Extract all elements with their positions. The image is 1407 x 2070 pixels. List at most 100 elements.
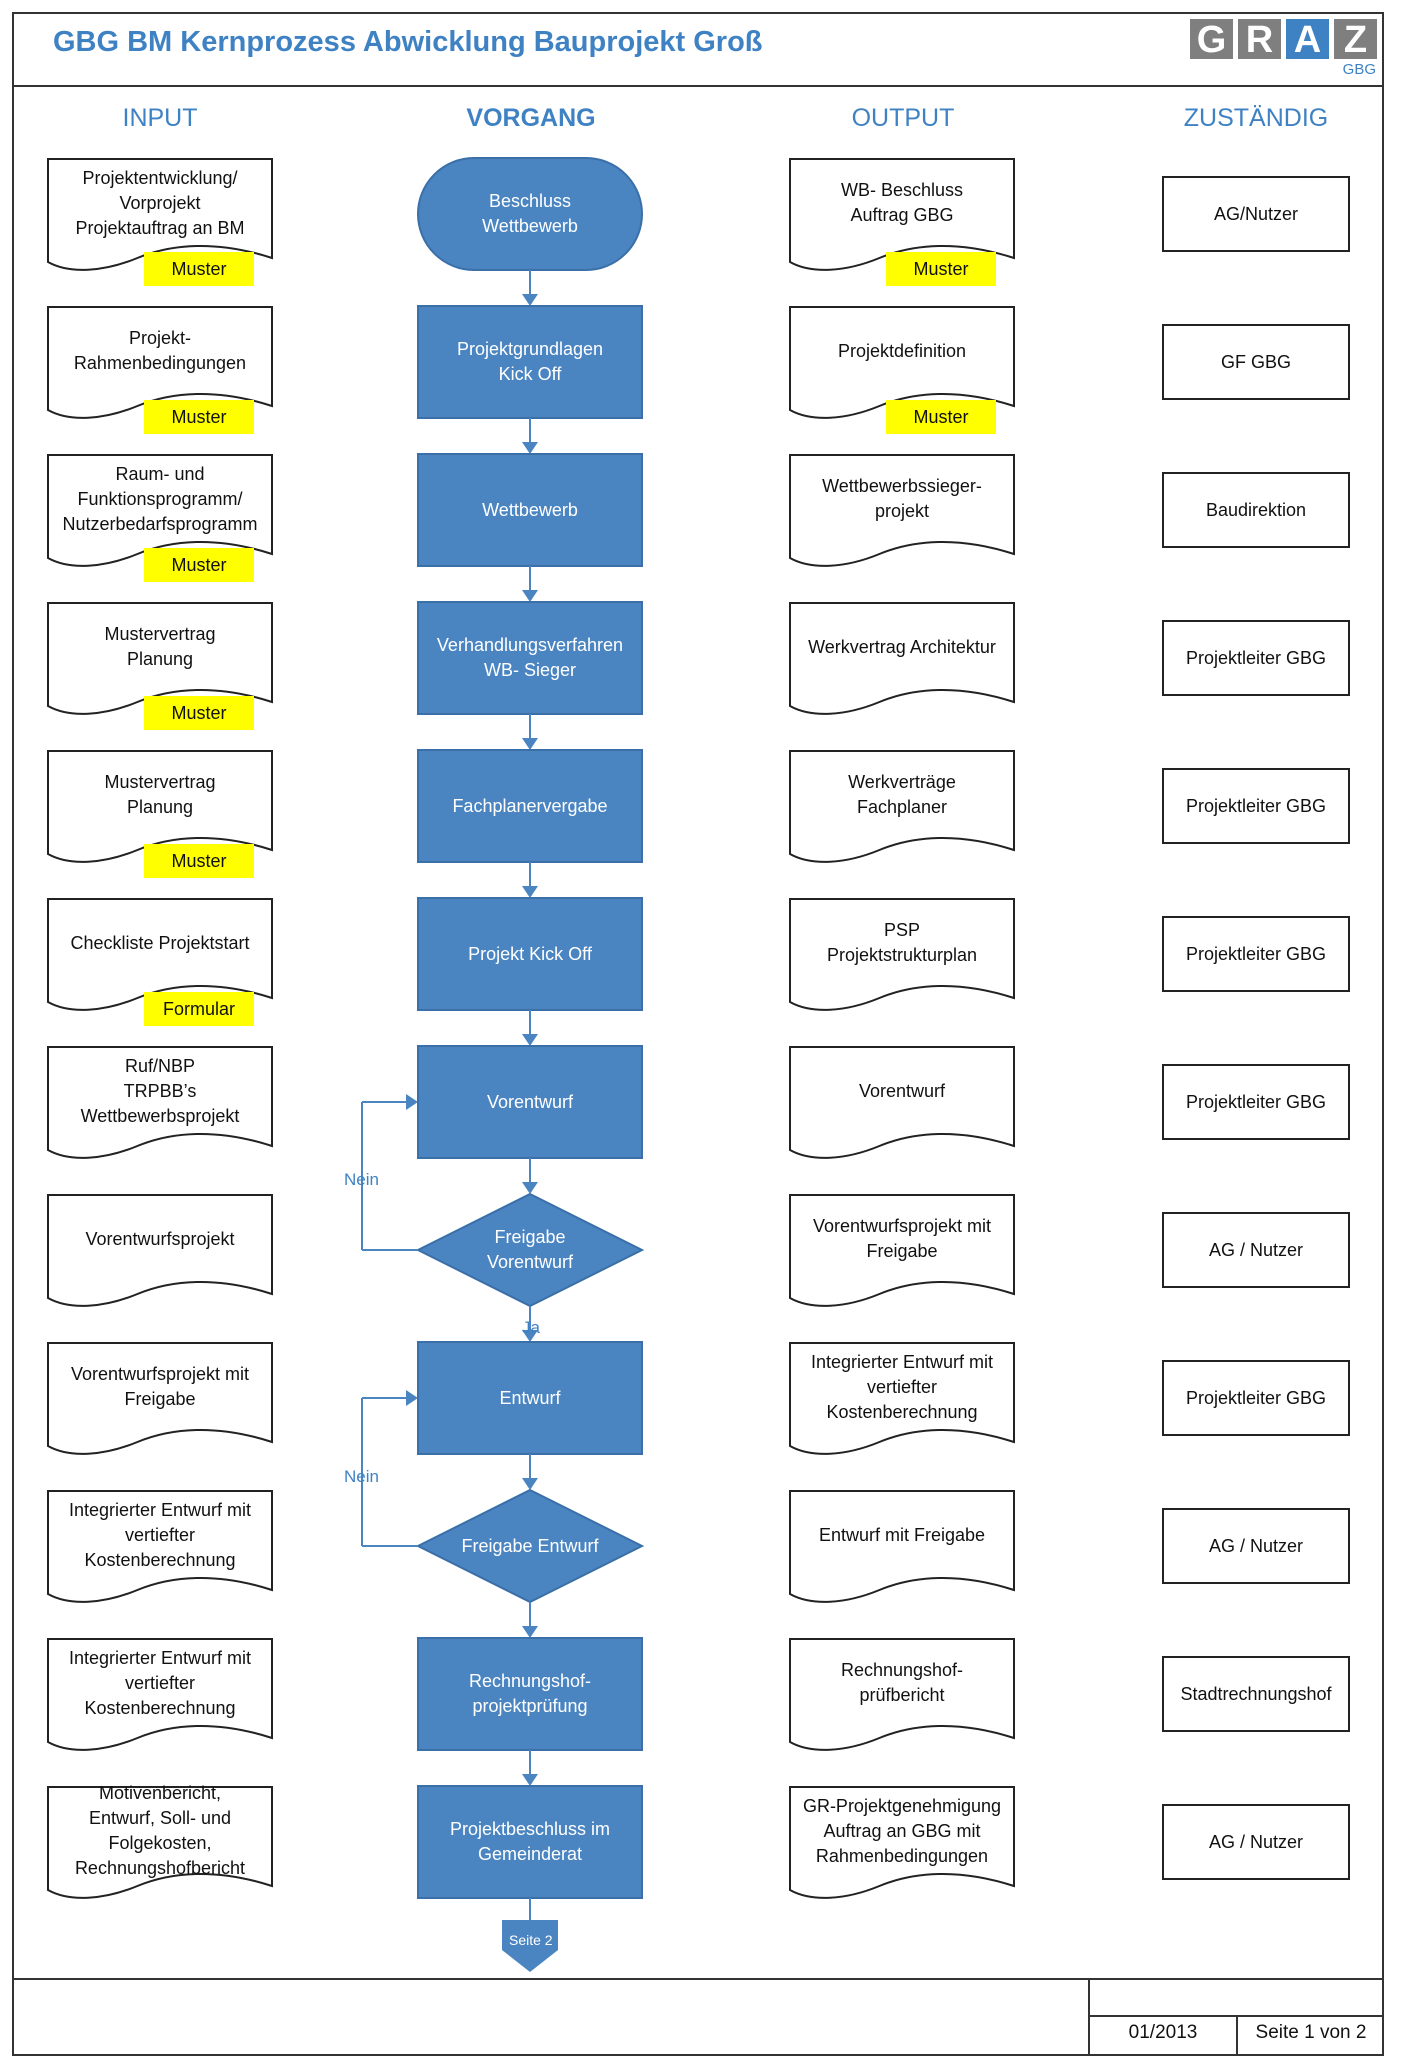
input-document: Vorentwurfsprojekt mit Freigabe	[47, 1342, 273, 1455]
footer-page: Seite 1 von 2	[1255, 2022, 1367, 2043]
connector-arrow	[522, 1182, 538, 1194]
input-document: Mustervertrag Planung	[47, 602, 273, 715]
document-outline	[789, 750, 1015, 863]
process-step-label: Wettbewerb	[482, 499, 578, 520]
document-text: GR-Projektgenehmigung Auftrag an GBG mit…	[802, 1795, 1002, 1866]
input-document: Vorentwurfsprojekt	[47, 1194, 273, 1307]
flow-label-nein: Nein	[344, 1170, 379, 1189]
connector-arrow	[522, 1626, 538, 1638]
process-step-label: Projektgrundlagen Kick Off	[456, 339, 604, 384]
document-text: Ruf/NBP TRPBB’s Wettbewerbsprojekt	[80, 1055, 240, 1126]
input-document: Motivenbericht, Entwurf, Soll- und Folge…	[47, 1783, 273, 1899]
document-outline	[47, 602, 273, 715]
document-outline	[47, 306, 273, 419]
input-document: Integrierter Entwurf mit vertiefter Kost…	[47, 1638, 273, 1751]
document-outline	[789, 1342, 1015, 1455]
output-document: WB- Beschluss Auftrag GBG	[789, 158, 1015, 271]
column-header-zustaendig: ZUSTÄNDIG	[1183, 104, 1329, 132]
process-step-label: Rechnungshof- projektprüfung	[468, 1671, 592, 1716]
document-text: Entwurf mit Freigabe	[818, 1524, 986, 1545]
output-document: PSP Projektstrukturplan	[789, 898, 1015, 1011]
process-shape	[417, 453, 643, 567]
connector-arrow	[522, 738, 538, 750]
document-outline	[789, 1046, 1015, 1159]
output-document: Rechnungshof- prüfbericht	[789, 1638, 1015, 1751]
template-tag[interactable]: Formular	[144, 992, 254, 1026]
document-outline	[47, 1490, 273, 1603]
process-step-label: Vorentwurf	[486, 1091, 574, 1112]
input-document: Mustervertrag Planung	[47, 750, 273, 863]
document-outline	[789, 158, 1015, 271]
document-text: Werkvertrag Architektur	[808, 636, 996, 657]
template-tag[interactable]: Muster	[144, 548, 254, 582]
output-document: Vorentwurf	[789, 1046, 1015, 1159]
responsible-box: Projektleiter GBG	[1162, 768, 1350, 844]
connector-arrow	[522, 294, 538, 306]
output-document: Wettbewerbssieger- projekt	[789, 454, 1015, 567]
off-page-label: Seite 2	[509, 1932, 553, 1948]
document-outline	[47, 1786, 273, 1899]
document-text: Rechnungshof- prüfbericht	[840, 1660, 964, 1705]
input-document: Checkliste Projektstart	[47, 898, 273, 1011]
document-outline	[47, 454, 273, 567]
template-tag[interactable]: Muster	[886, 400, 996, 434]
document-text: Vorentwurfsprojekt mit Freigabe	[812, 1216, 992, 1261]
document-outline	[789, 1786, 1015, 1899]
process-shape	[417, 1341, 643, 1455]
document-text: Wettbewerbssieger- projekt	[822, 476, 982, 521]
document-outline	[789, 454, 1015, 567]
flow-label-ja: Ja	[522, 1318, 540, 1337]
document-outline	[47, 1342, 273, 1455]
process-shape	[417, 305, 643, 419]
responsible-box: Stadtrechnungshof	[1162, 1656, 1350, 1732]
process-step-label: Verhandlungsverfahren WB- Sieger	[436, 635, 624, 680]
template-tag[interactable]: Muster	[144, 696, 254, 730]
off-page-connector	[502, 1920, 558, 1972]
document-outline	[47, 158, 273, 271]
document-outline	[47, 1046, 273, 1159]
responsible-box: AG / Nutzer	[1162, 1212, 1350, 1288]
document-text: Projekt- Rahmenbedingungen	[73, 328, 247, 373]
document-text: Checkliste Projektstart	[70, 932, 250, 953]
document-text: Projektentwicklung/ Vorprojekt Projektau…	[75, 167, 245, 238]
connector-arrow	[522, 886, 538, 898]
template-tag[interactable]: Muster	[886, 252, 996, 286]
template-tag[interactable]: Muster	[144, 400, 254, 434]
process-step-label: Freigabe Entwurf	[461, 1535, 599, 1556]
loop-arrow	[406, 1390, 418, 1406]
output-document: Entwurf mit Freigabe	[789, 1490, 1015, 1603]
output-document: GR-Projektgenehmigung Auftrag an GBG mit…	[789, 1786, 1015, 1899]
connector-arrow	[522, 1478, 538, 1490]
logo-letter-g: G	[1190, 19, 1233, 61]
template-tag[interactable]: Muster	[144, 252, 254, 286]
process-shape	[417, 1045, 643, 1159]
page-title: GBG BM Kernprozess Abwicklung Bauprojekt…	[53, 26, 763, 58]
input-document: Projekt- Rahmenbedingungen	[47, 306, 273, 419]
document-outline	[789, 1490, 1015, 1603]
input-document: Raum- und Funktionsprogramm/ Nutzerbedar…	[47, 454, 273, 567]
connector-arrow	[522, 590, 538, 602]
loop-arrow	[406, 1094, 418, 1110]
process-step-label: Projektbeschluss im Gemeinderat	[449, 1819, 611, 1864]
input-document: Projektentwicklung/ Vorprojekt Projektau…	[47, 158, 273, 271]
document-outline	[47, 898, 273, 1011]
output-document: Werkverträge Fachplaner	[789, 750, 1015, 863]
document-text: PSP Projektstrukturplan	[826, 920, 978, 965]
process-step-label: Entwurf	[499, 1387, 561, 1408]
process-step-label: Fachplanervergabe	[452, 795, 608, 816]
logo-letter-z: Z	[1334, 19, 1377, 61]
footer-date: 01/2013	[1128, 2022, 1198, 2043]
output-document: Werkvertrag Architektur	[789, 602, 1015, 715]
footer-divider-separator	[1236, 2015, 1238, 2056]
document-outline	[789, 1194, 1015, 1307]
logo-letter-a: A	[1286, 19, 1329, 61]
responsible-box: AG / Nutzer	[1162, 1508, 1350, 1584]
document-text: Raum- und Funktionsprogramm/ Nutzerbedar…	[62, 463, 258, 534]
template-tag[interactable]: Muster	[144, 844, 254, 878]
responsible-box: Baudirektion	[1162, 472, 1350, 548]
process-step-label: Beschluss Wettbewerb	[482, 191, 578, 236]
document-outline	[47, 1194, 273, 1307]
document-text: Mustervertrag Planung	[104, 772, 216, 817]
document-outline	[789, 602, 1015, 715]
